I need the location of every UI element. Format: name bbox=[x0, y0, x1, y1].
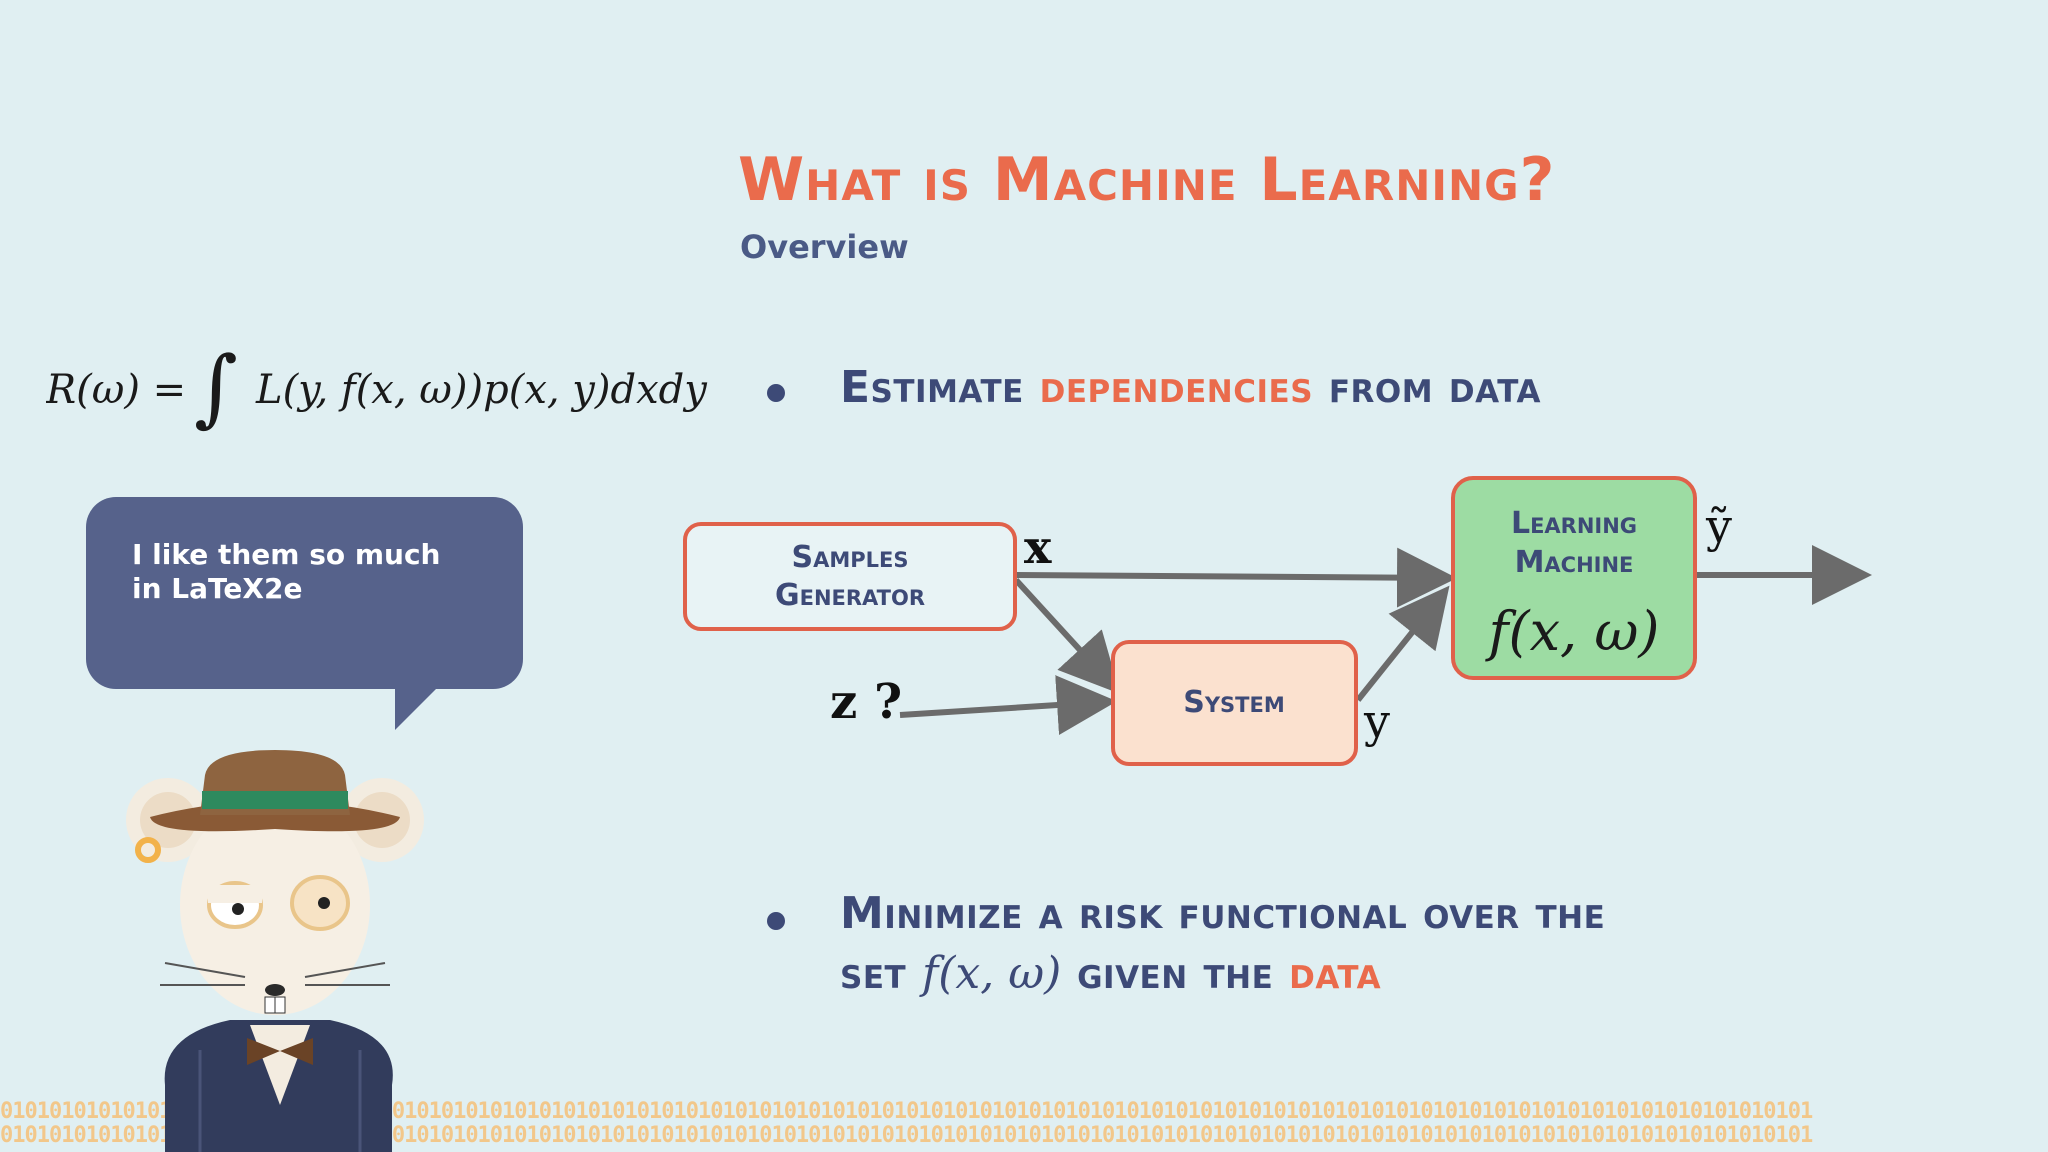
samples-generator-line2: Generator bbox=[775, 578, 925, 613]
arrow-system-to-machine bbox=[1355, 585, 1450, 702]
label-z: z ? bbox=[830, 674, 902, 730]
samples-generator-line1: Samples bbox=[792, 540, 909, 575]
mascot-head bbox=[180, 795, 370, 1015]
learning-machine-line1: Learning bbox=[1511, 506, 1637, 541]
bullet-1-part2: from data bbox=[1313, 362, 1541, 413]
slide-subtitle: Overview bbox=[740, 228, 909, 266]
mouse-mascot-illustration bbox=[126, 750, 424, 1152]
formula-lhs: R(ω) = bbox=[46, 367, 186, 413]
label-x: x bbox=[1024, 520, 1052, 574]
binary-row-1: 0101010101010101010101010101010101010101… bbox=[0, 1100, 1813, 1124]
speech-bubble-text: I like them so much in LaTeX2e bbox=[132, 538, 441, 605]
bullet-2-line1: Minimize a risk functional over the bbox=[840, 888, 1606, 939]
bullet-dot-1 bbox=[767, 384, 785, 402]
arrow-generator-to-system bbox=[1013, 577, 1121, 694]
learning-machine-line2: Machine bbox=[1515, 545, 1634, 580]
slide-title: What is Machine Learning? bbox=[738, 145, 1556, 215]
samples-generator-box bbox=[683, 522, 1017, 631]
bullet-1: Estimate dependencies from data bbox=[840, 362, 1541, 413]
label-y-tilde: ỹ bbox=[1705, 499, 1732, 553]
bullet-2-accent: data bbox=[1289, 948, 1382, 999]
arrow-x-to-machine bbox=[1015, 547, 1457, 608]
bullet-2-part2: given the bbox=[1061, 948, 1290, 999]
bullet-1-part1: Estimate bbox=[840, 362, 1040, 413]
speech-bubble-tail bbox=[395, 688, 437, 730]
system-label: System bbox=[1183, 685, 1285, 720]
mascot-nose bbox=[265, 984, 285, 996]
bullet-2-part1: set bbox=[840, 948, 922, 999]
integral-sign: ∫ bbox=[194, 340, 238, 436]
arrow-z-to-system bbox=[899, 675, 1117, 735]
system-box bbox=[1111, 640, 1358, 766]
mascot-bow-tie bbox=[247, 1038, 313, 1065]
speech-bubble bbox=[86, 497, 523, 689]
risk-formula: R(ω) = ∫ L(y, f(x, ω))p(x, y)dxdy bbox=[46, 340, 708, 436]
label-y: y bbox=[1363, 694, 1390, 748]
learning-machine-formula: f(x, ω) bbox=[1485, 600, 1660, 663]
learning-machine-box bbox=[1451, 476, 1697, 680]
bullet-2-line2: set f(x, ω) given the data bbox=[840, 948, 1381, 999]
formula-rhs: L(y, f(x, ω))p(x, y)dxdy bbox=[255, 367, 708, 413]
bullet-1-accent: dependencies bbox=[1039, 362, 1314, 413]
bullet-2-math: f(x, ω) bbox=[921, 948, 1062, 999]
bullet-dot-2 bbox=[767, 912, 785, 930]
ml-diagram: Samples Generator System Learning Machin… bbox=[683, 476, 1872, 766]
mascot-hat-band bbox=[202, 791, 348, 809]
mascot-earring bbox=[135, 837, 161, 863]
